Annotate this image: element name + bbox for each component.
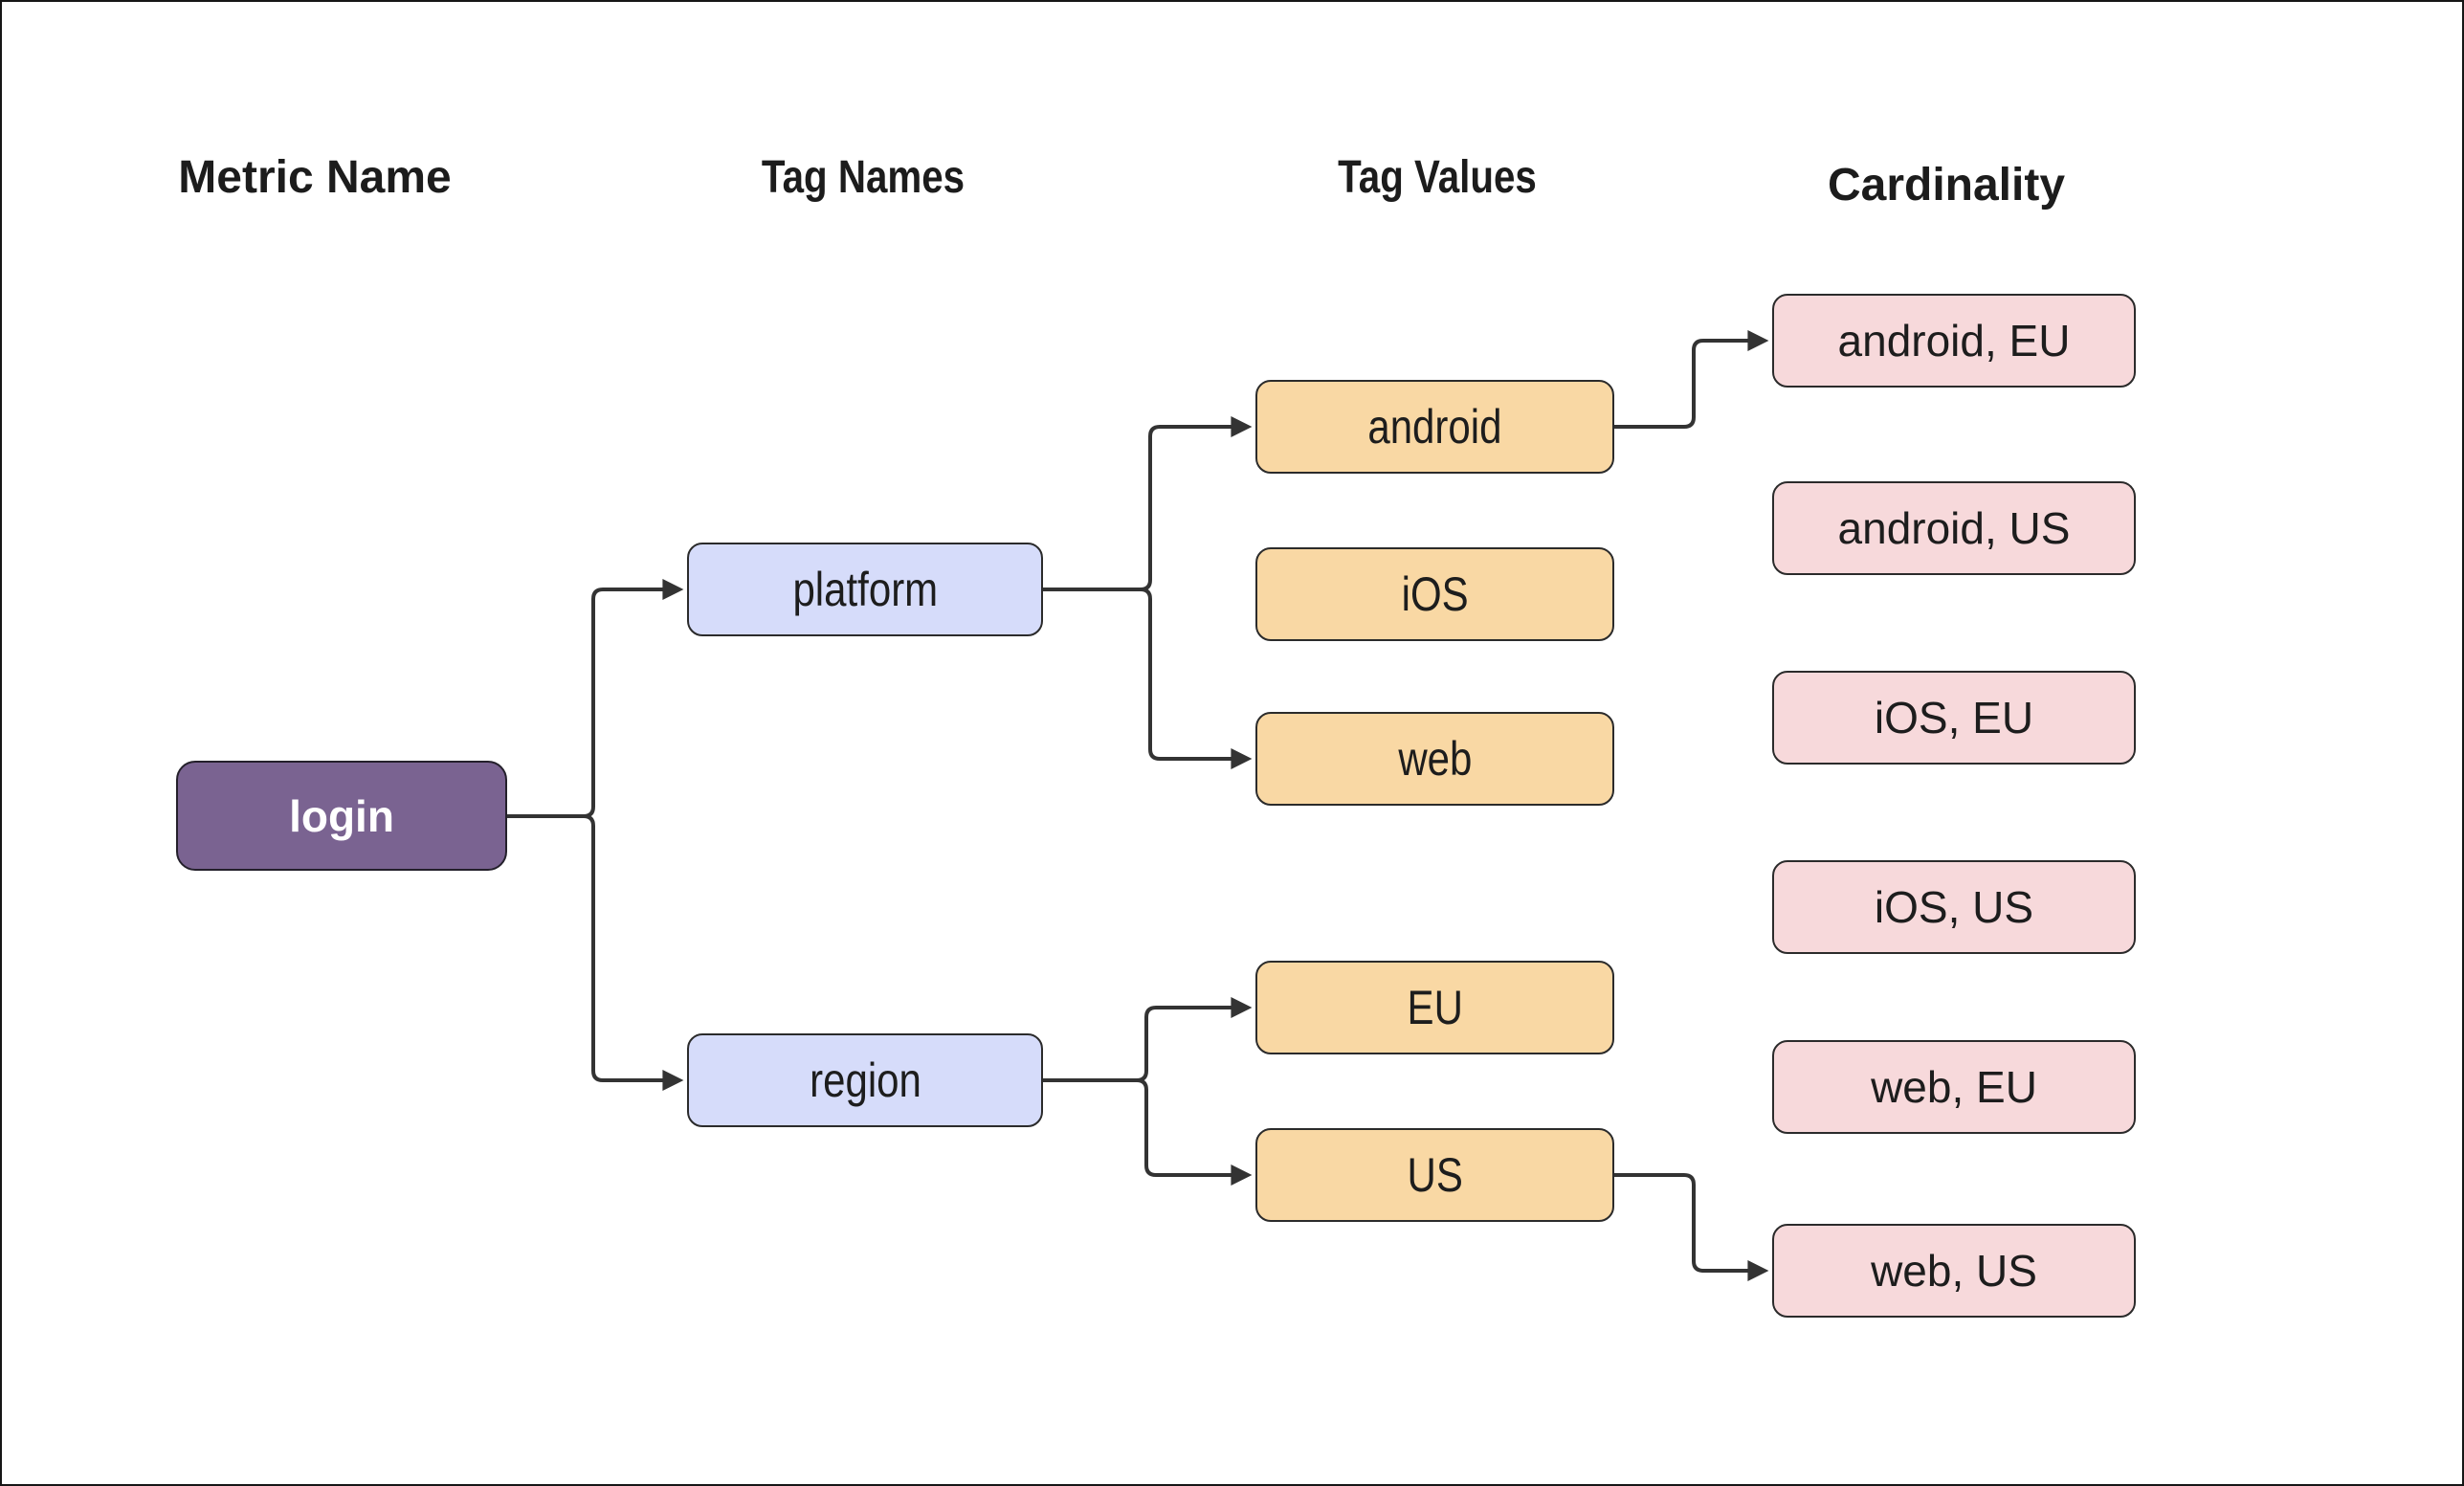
node-web-label: web <box>1397 732 1473 786</box>
node-android-label: android <box>1367 400 1502 454</box>
node-ios-eu-label: iOS, EU <box>1874 693 2034 743</box>
edge-platform-web <box>1043 588 1253 769</box>
column-header-tag-values: Tag Values <box>1319 151 1555 204</box>
node-region-label: region <box>809 1054 921 1107</box>
node-region: region <box>687 1033 1043 1127</box>
node-eu-label: EU <box>1407 981 1463 1034</box>
node-web-eu-label: web, EU <box>1871 1062 2037 1112</box>
node-android-eu: android, EU <box>1772 294 2136 388</box>
node-us-label: US <box>1407 1148 1463 1202</box>
node-web-eu: web, EU <box>1772 1040 2136 1134</box>
node-eu: EU <box>1255 961 1614 1054</box>
node-platform: platform <box>687 543 1043 636</box>
node-ios-us: iOS, US <box>1772 860 2136 954</box>
edge-region-eu <box>1043 997 1253 1082</box>
node-android-us: android, US <box>1772 481 2136 575</box>
node-login-label: login <box>289 790 394 841</box>
node-us: US <box>1255 1128 1614 1222</box>
column-header-tag-values-label: Tag Values <box>1338 152 1537 203</box>
edge-android-android-eu <box>1614 330 1769 429</box>
node-android-eu-label: android, EU <box>1837 316 2071 366</box>
edge-login-region <box>507 814 684 1091</box>
node-web: web <box>1255 712 1614 806</box>
column-header-metric-name: Metric Name <box>178 151 451 204</box>
node-ios-us-label: iOS, US <box>1874 882 2034 932</box>
node-platform-label: platform <box>792 563 938 616</box>
edge-login-platform <box>507 579 684 818</box>
column-header-tag-names: Tag Names <box>743 151 985 204</box>
edge-us-web-us <box>1614 1173 1769 1281</box>
node-web-us: web, US <box>1772 1224 2136 1318</box>
column-header-cardinality: Cardinality <box>1828 159 2065 211</box>
column-header-tag-names-label: Tag Names <box>761 152 966 203</box>
node-web-us-label: web, US <box>1871 1246 2037 1296</box>
node-ios: iOS <box>1255 547 1614 641</box>
column-header-metric-name-label: Metric Name <box>178 152 452 203</box>
node-android-us-label: android, US <box>1837 503 2071 553</box>
node-ios-eu: iOS, EU <box>1772 671 2136 765</box>
node-login: login <box>176 761 507 871</box>
column-header-cardinality-label: Cardinality <box>1827 160 2066 211</box>
edge-platform-android <box>1043 416 1253 591</box>
node-ios-label: iOS <box>1401 567 1469 621</box>
edge-region-us <box>1043 1078 1253 1186</box>
node-android: android <box>1255 380 1614 474</box>
